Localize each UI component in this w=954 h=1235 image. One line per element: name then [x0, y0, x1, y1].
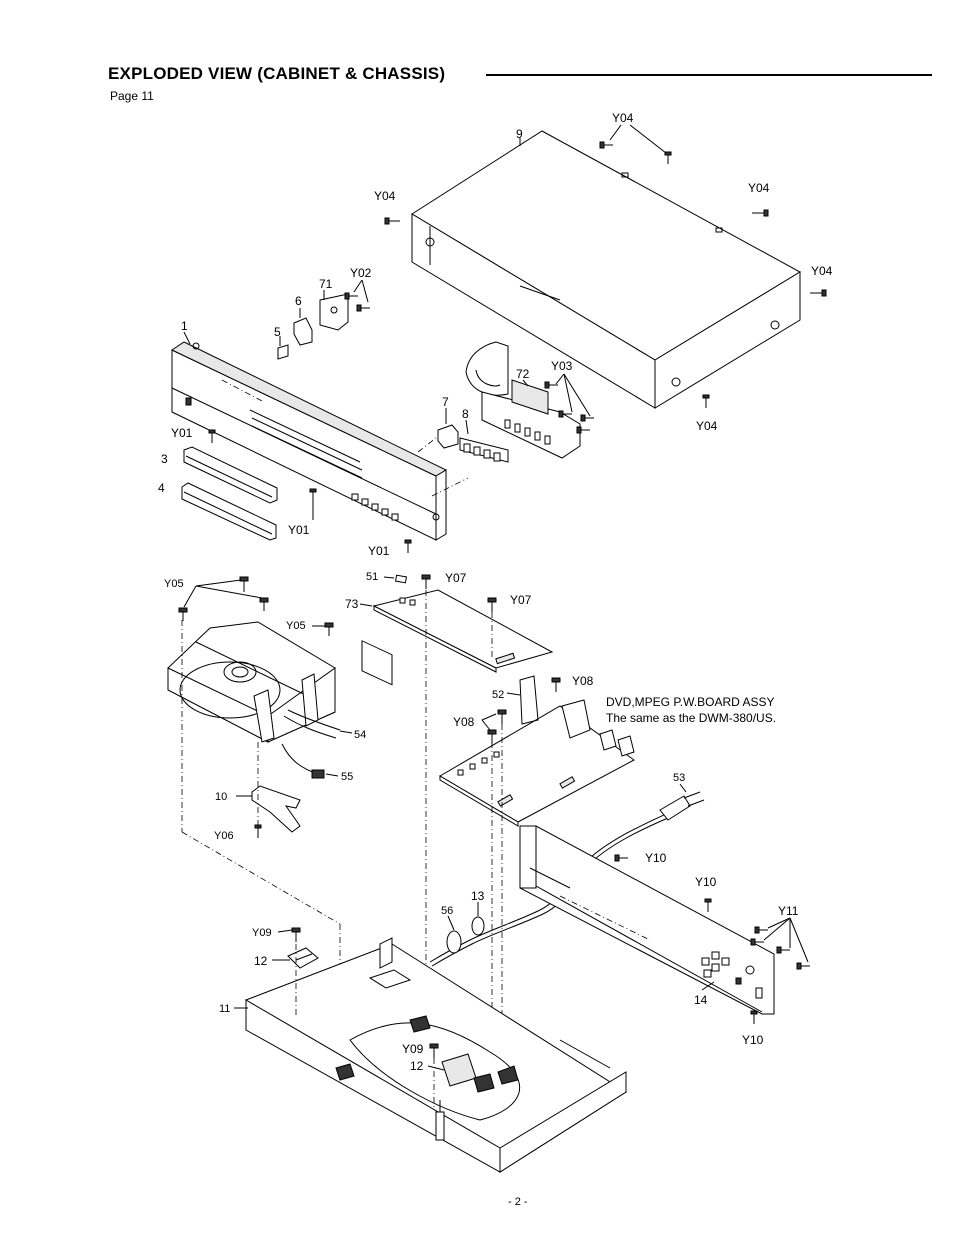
title-rule: [486, 74, 932, 76]
label-6: 6: [295, 294, 302, 308]
y05-screws: [178, 576, 334, 636]
label-7: 7: [442, 395, 449, 409]
label-3: 3: [161, 452, 168, 466]
label-y03: Y03: [551, 359, 573, 373]
bracket-parts-5-6-71: [277, 293, 349, 360]
label-y08: Y08: [453, 715, 475, 729]
rear-panel: [519, 825, 775, 1015]
label-12: 12: [254, 954, 268, 968]
label-y04: Y04: [811, 264, 833, 278]
door-part-4: [181, 482, 277, 541]
board-73: [372, 574, 554, 673]
label-y02: Y02: [350, 266, 372, 280]
label-72: 72: [516, 367, 530, 381]
bracket-part-10: [251, 785, 301, 833]
label-56: 56: [441, 905, 453, 917]
label-y08: Y08: [572, 674, 594, 688]
part-labels: 9 Y04 Y04 Y04 Y04 Y04 71 Y02 6 1 5 72 Y0…: [158, 111, 833, 1073]
label-y10: Y10: [645, 851, 667, 865]
label-y09: Y09: [402, 1042, 424, 1056]
label-73: 73: [345, 597, 359, 611]
label-52: 52: [492, 689, 504, 701]
label-y01: Y01: [368, 544, 390, 558]
label-53: 53: [673, 772, 685, 784]
dvd-mpeg-board: [439, 675, 635, 827]
door-part-3: [183, 446, 278, 504]
label-10: 10: [215, 791, 227, 803]
label-y05: Y05: [286, 620, 306, 632]
label-y04: Y04: [612, 111, 634, 125]
label-4: 4: [158, 481, 165, 495]
label-12: 12: [410, 1059, 424, 1073]
front-board-parts-7-8-72: [437, 341, 581, 463]
label-y04: Y04: [374, 189, 396, 203]
label-1: 1: [181, 319, 188, 333]
label-y07: Y07: [510, 593, 532, 607]
label-y04: Y04: [748, 181, 770, 195]
y04-screws: [384, 141, 827, 408]
label-y07: Y07: [445, 571, 467, 585]
label-y06: Y06: [214, 830, 234, 842]
label-y04: Y04: [696, 419, 718, 433]
label-54: 54: [354, 729, 366, 741]
label-8: 8: [462, 407, 469, 421]
label-y10: Y10: [695, 875, 717, 889]
label-51: 51: [366, 571, 378, 583]
page-number: - 2 -: [508, 1196, 528, 1208]
bottom-chassis: [244, 937, 627, 1173]
board-note-line2: The same as the DWM-380/US.: [606, 711, 777, 725]
page-title: EXPLODED VIEW (CABINET & CHASSIS): [108, 64, 446, 83]
label-14: 14: [694, 993, 708, 1007]
label-55: 55: [341, 771, 353, 783]
dvd-mechanism: [167, 621, 341, 779]
top-cabinet: [411, 130, 802, 409]
label-y10: Y10: [742, 1033, 764, 1047]
board-note-line1: DVD,MPEG P.W.BOARD ASSY: [606, 695, 775, 709]
label-y09: Y09: [252, 927, 272, 939]
front-panel: [170, 341, 448, 686]
board-note: DVD,MPEG P.W.BOARD ASSY The same as the …: [606, 694, 776, 726]
page-reference: Page 11: [110, 89, 154, 103]
label-13: 13: [471, 889, 485, 903]
label-9: 9: [516, 127, 523, 141]
y01-screws: [208, 429, 412, 553]
label-y01: Y01: [288, 523, 310, 537]
bracket-part-12-top: [287, 947, 319, 969]
label-5: 5: [274, 325, 281, 339]
label-y11: Y11: [778, 904, 799, 918]
label-y05: Y05: [164, 578, 184, 590]
label-11: 11: [219, 1003, 230, 1015]
label-y01: Y01: [171, 426, 193, 440]
label-71: 71: [319, 277, 333, 291]
